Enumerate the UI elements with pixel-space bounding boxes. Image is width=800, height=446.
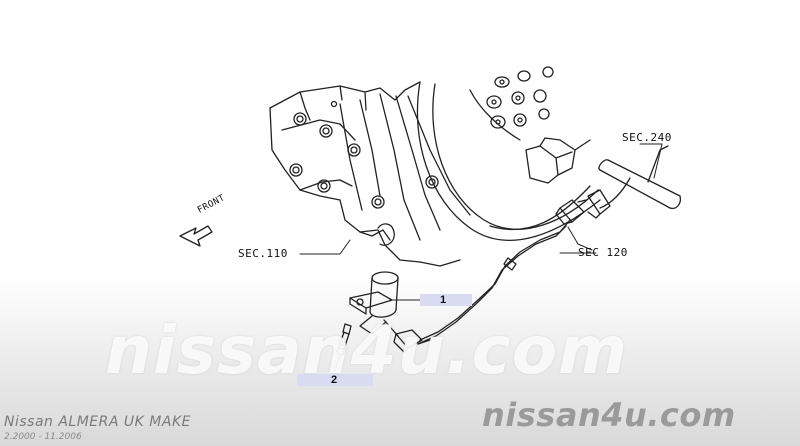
leader-lines bbox=[299, 143, 663, 373]
wiring-harness bbox=[393, 145, 682, 353]
model-production-dates: 2.2000 - 11.2006 bbox=[4, 432, 82, 442]
sec-110-label: SEC.110 bbox=[238, 247, 288, 260]
sec-240-label: SEC.240 bbox=[622, 131, 672, 144]
bell-housing bbox=[416, 81, 601, 267]
sensor-bolt bbox=[335, 323, 352, 356]
model-title: Nissan ALMERA UK MAKE bbox=[4, 414, 191, 430]
front-arrow bbox=[179, 225, 213, 247]
flywheel-bolts bbox=[486, 66, 554, 129]
sec-120-label: SEC 120 bbox=[578, 246, 628, 259]
callout-part-2[interactable]: 2 bbox=[297, 374, 373, 386]
callout-part-2-number: 2 bbox=[331, 374, 338, 386]
watermark-corner-logo: nissan4u.com bbox=[482, 396, 736, 434]
callout-part-1-number: 1 bbox=[440, 294, 447, 306]
watermark-center: nissan4u.com bbox=[105, 312, 628, 389]
callout-part-1[interactable]: 1 bbox=[420, 294, 472, 306]
engine-block bbox=[269, 81, 471, 263]
